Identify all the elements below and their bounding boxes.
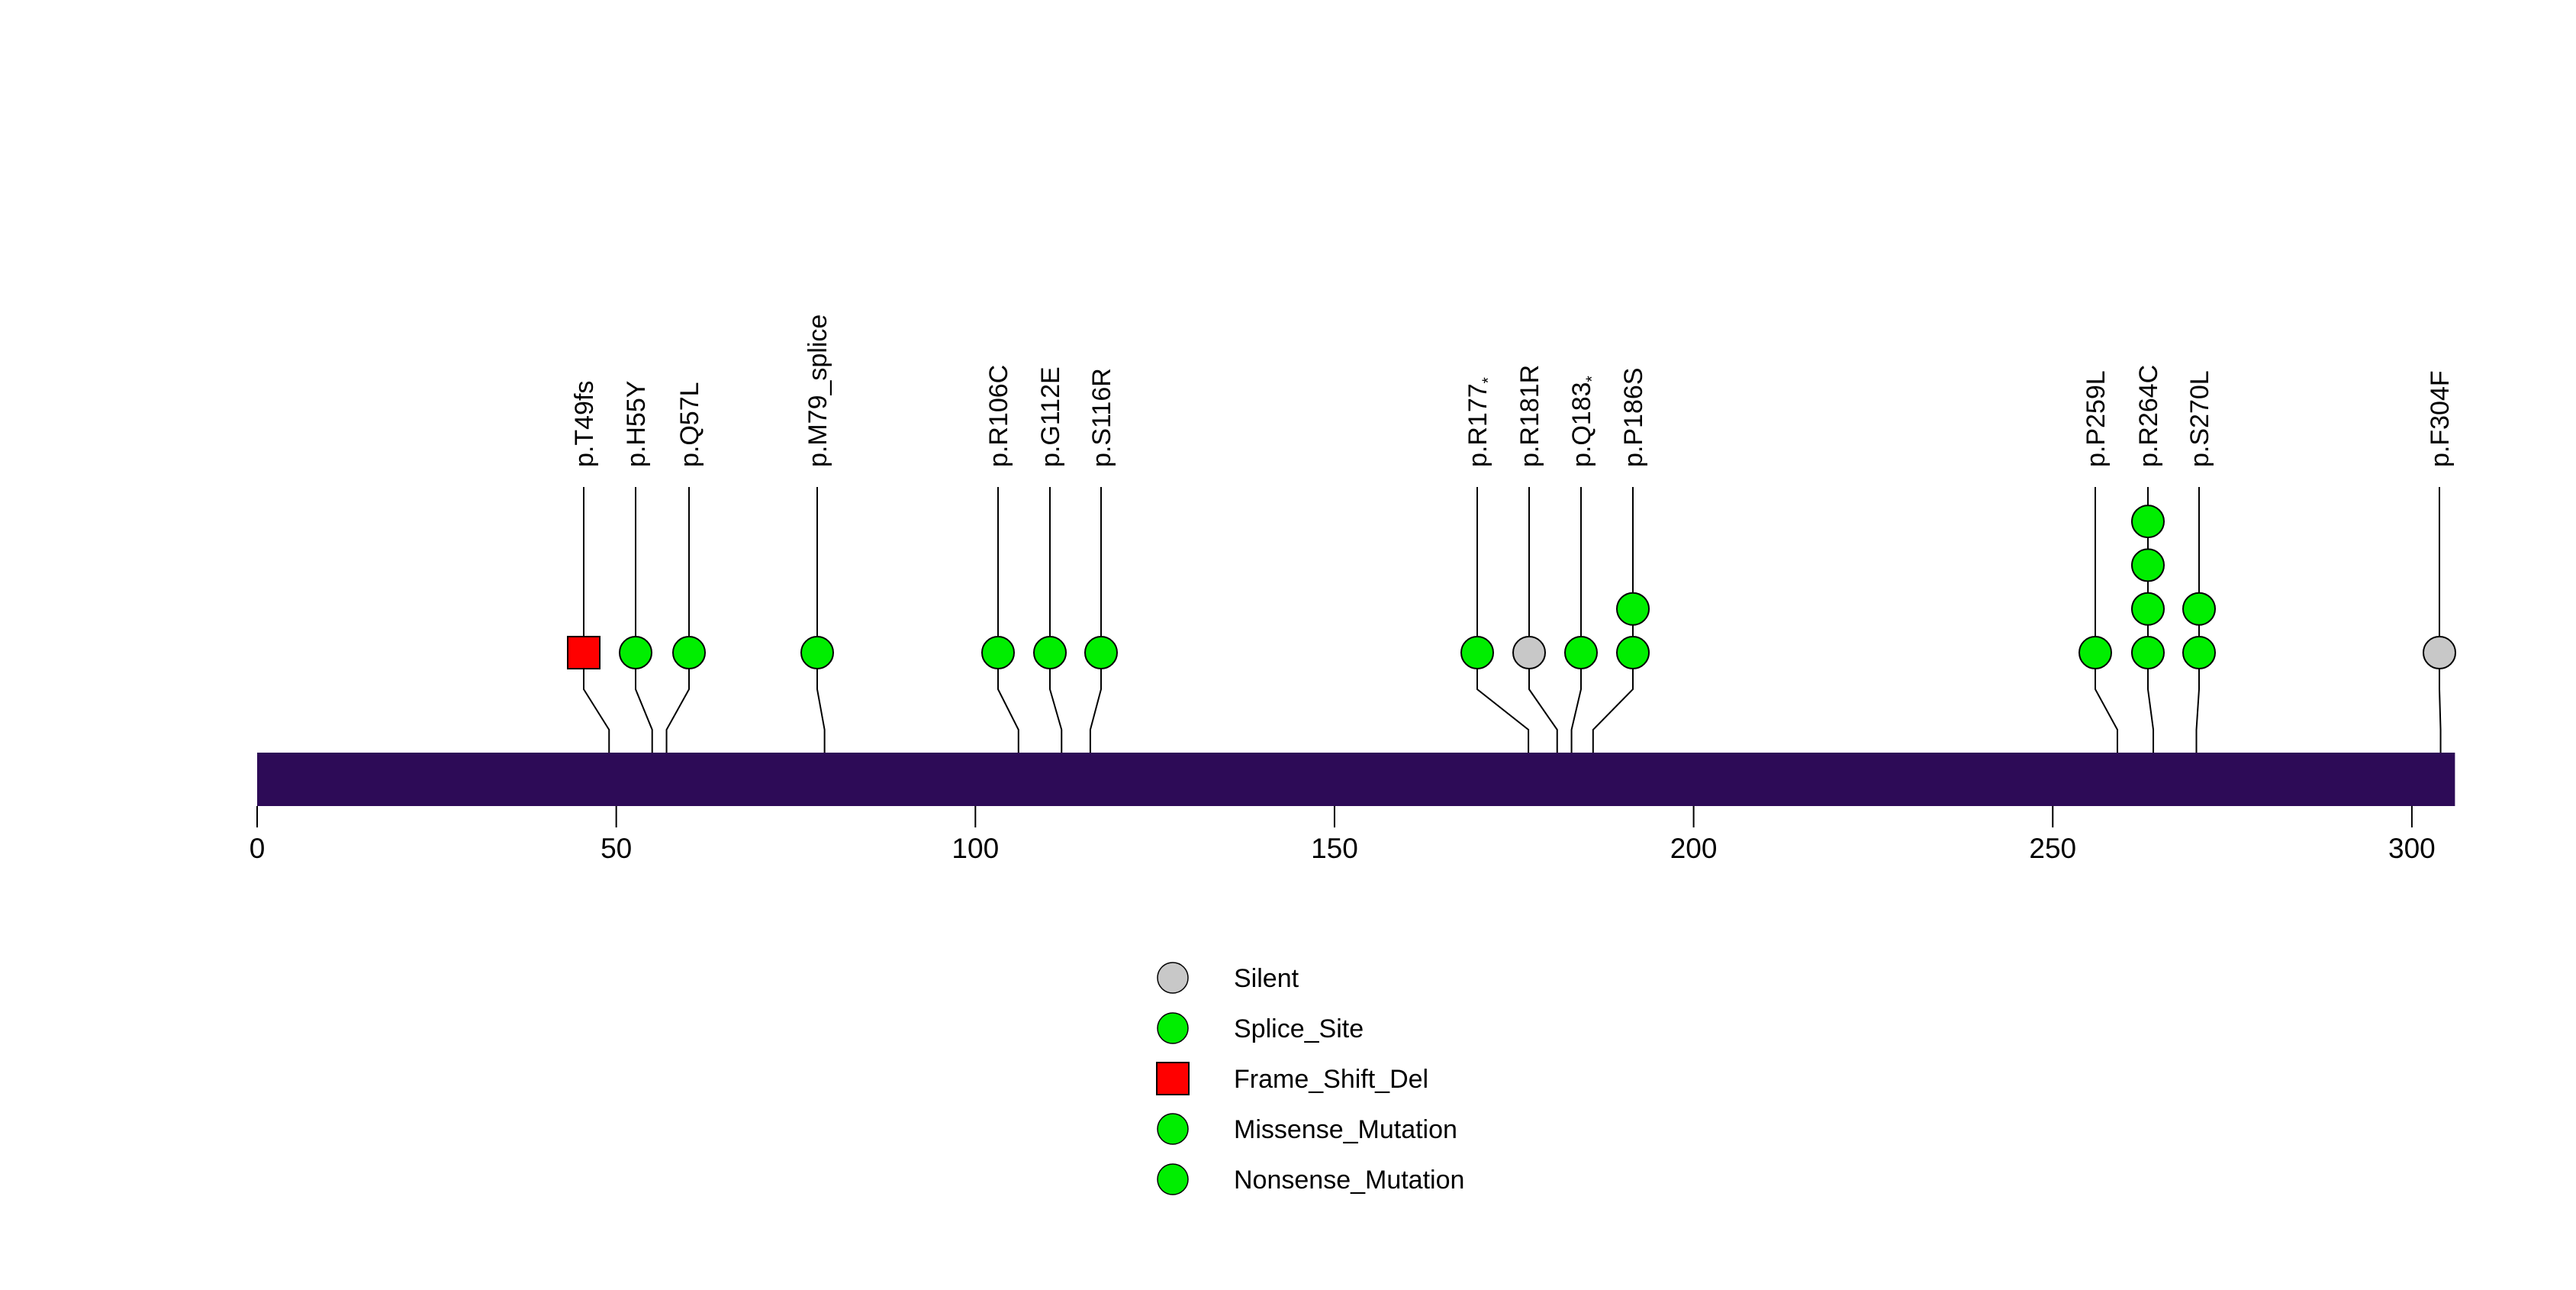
missense-mutation-legend-marker-icon: [1157, 1113, 1189, 1145]
x-axis-tick-label: 0: [250, 833, 266, 864]
mutation-marker: [619, 636, 652, 669]
mutation-label: p.P186S: [1619, 368, 1648, 467]
x-axis: 0 50 100 150 200 250 300: [250, 806, 2436, 864]
mutation-marker: [1512, 636, 1546, 669]
mutation-label: p.M79_splice: [803, 314, 832, 467]
mutation-marker: [800, 636, 834, 669]
frame-shift-del-legend-marker-icon: [1156, 1062, 1190, 1095]
mutation-marker: [2423, 636, 2456, 669]
x-axis-tick-label: 100: [952, 833, 999, 864]
mutation-label: p.S270L: [2185, 370, 2214, 467]
legend-item: Frame_Shift_Del: [1156, 1062, 1428, 1095]
mutation-marker: [1616, 592, 1650, 626]
mutation-label: p.Q57L: [675, 382, 704, 467]
mutation-marker: [2182, 636, 2216, 669]
legend: SilentSplice_SiteFrame_Shift_DelMissense…: [1156, 962, 1464, 1195]
x-axis-tick-label: 50: [601, 833, 632, 864]
legend-item: Nonsense_Mutation: [1157, 1163, 1464, 1195]
mutation-label: p.R181R: [1515, 365, 1544, 467]
legend-item-label: Frame_Shift_Del: [1234, 1065, 1428, 1094]
mutation-label: p.P259L: [2082, 370, 2111, 467]
mutation-markers: [567, 505, 2456, 669]
mutation-marker: [672, 636, 706, 669]
gene-backbone-bar: [257, 753, 2455, 806]
legend-item-label: Splice_Site: [1234, 1014, 1364, 1043]
silent-legend-marker-icon: [1157, 962, 1189, 994]
mutation-marker: [1616, 636, 1650, 669]
mutation-label: p.T49fs: [570, 381, 599, 467]
legend-item: Missense_Mutation: [1157, 1113, 1457, 1145]
mutation-label: p.S116R: [1087, 368, 1116, 467]
legend-item-label: Missense_Mutation: [1234, 1115, 1457, 1144]
legend-item: Silent: [1157, 962, 1299, 994]
legend-item: Splice_Site: [1157, 1012, 1364, 1044]
mutation-label: p.H55Y: [622, 381, 651, 467]
mutation-marker: [2131, 548, 2165, 582]
legend-item-label: Silent: [1234, 964, 1299, 993]
x-axis-tick-label: 250: [2029, 833, 2076, 864]
mutation-label: p.G112E: [1036, 366, 1065, 467]
mutation-marker: [1564, 636, 1598, 669]
mutation-marker: [2131, 505, 2165, 539]
mutation-label: p.R106C: [984, 365, 1013, 467]
x-axis-tick-label: 150: [1311, 833, 1358, 864]
x-axis-tick-label: 200: [1670, 833, 1718, 864]
mutation-marker: [1084, 636, 1118, 669]
mutation-marker: [2131, 592, 2165, 626]
mutation-label: p.F304F: [2426, 370, 2455, 467]
legend-item-label: Nonsense_Mutation: [1234, 1166, 1464, 1195]
mutation-marker: [1033, 636, 1067, 669]
splice-site-legend-marker-icon: [1157, 1012, 1189, 1044]
mutation-marker: [981, 636, 1015, 669]
mutation-marker: [2131, 636, 2165, 669]
mutation-label: p.Q183*: [1567, 376, 1601, 467]
mutation-marker: [2182, 592, 2216, 626]
mutation-marker: [2079, 636, 2112, 669]
mutation-label: p.R264C: [2134, 365, 2163, 467]
mutation-marker: [1460, 636, 1494, 669]
x-axis-tick-label: 300: [2388, 833, 2436, 864]
mutation-labels: p.T49fs p.H55Y p.Q57L p.M79_splice p.R106C p.…: [570, 314, 2455, 467]
nonsense-mutation-legend-marker-icon: [1157, 1163, 1189, 1195]
mutation-marker: [567, 636, 601, 669]
mutation-label: p.R177*: [1463, 377, 1497, 467]
